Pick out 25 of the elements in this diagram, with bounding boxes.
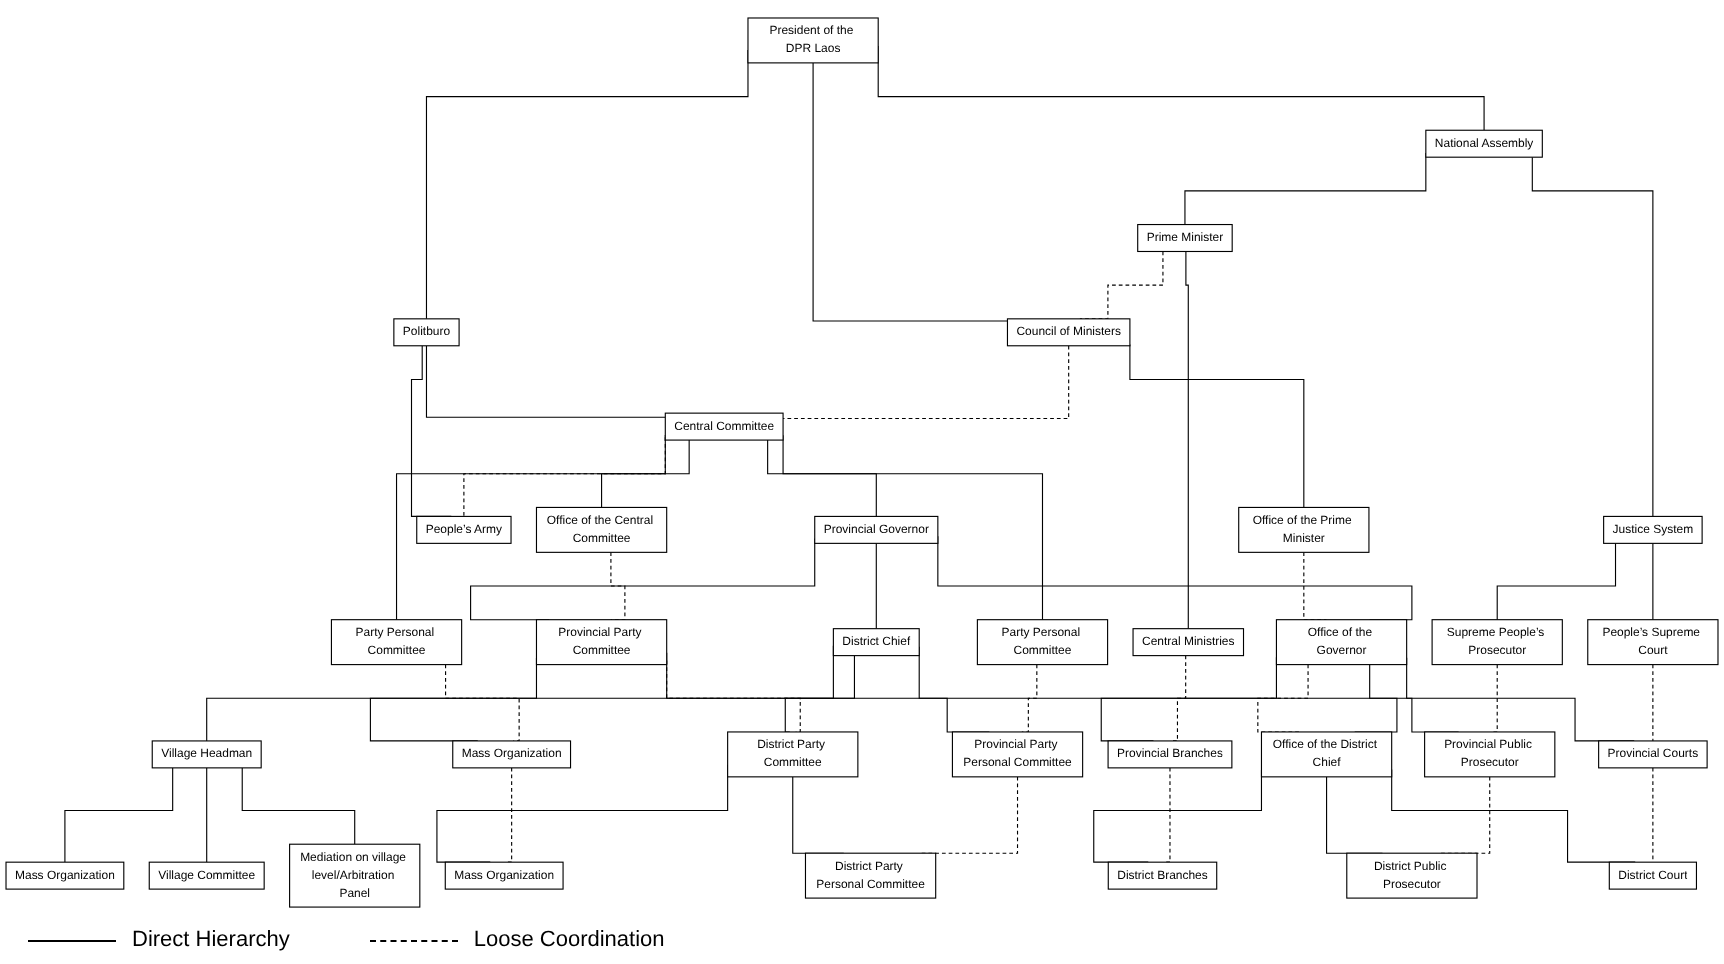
connector bbox=[1171, 654, 1187, 741]
connector bbox=[206, 766, 208, 863]
connector bbox=[1652, 663, 1654, 741]
connector bbox=[1496, 542, 1617, 620]
connector bbox=[445, 663, 520, 741]
connector bbox=[64, 766, 174, 863]
connector bbox=[767, 439, 877, 517]
legend-label: Loose Coordination bbox=[473, 928, 665, 952]
connector bbox=[1163, 766, 1171, 863]
connector bbox=[505, 766, 513, 863]
connector bbox=[1652, 766, 1654, 863]
connector bbox=[666, 659, 801, 732]
connector bbox=[1492, 663, 1498, 732]
connector bbox=[610, 551, 626, 620]
connector bbox=[425, 344, 666, 418]
connector bbox=[241, 766, 356, 845]
connector bbox=[812, 61, 1008, 322]
connector bbox=[1185, 250, 1189, 629]
connector bbox=[601, 439, 690, 508]
connector bbox=[784, 654, 855, 732]
connector bbox=[1531, 156, 1654, 517]
connector bbox=[1129, 343, 1305, 508]
connector bbox=[875, 542, 877, 629]
legend-label: Direct Hierarchy bbox=[132, 928, 290, 952]
connector bbox=[1652, 542, 1654, 620]
